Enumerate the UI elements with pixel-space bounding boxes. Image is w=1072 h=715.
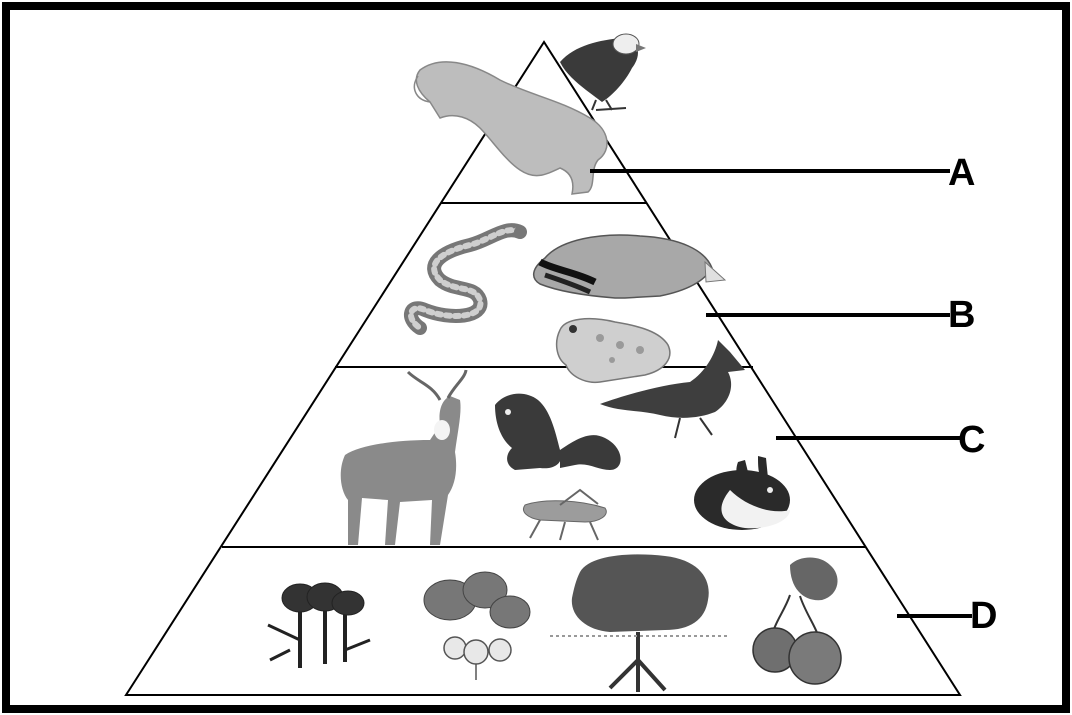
level-label-d: D: [970, 595, 997, 637]
level-label-c: C: [958, 419, 985, 461]
level-label-a: A: [948, 152, 975, 194]
level-label-b: B: [948, 294, 975, 336]
